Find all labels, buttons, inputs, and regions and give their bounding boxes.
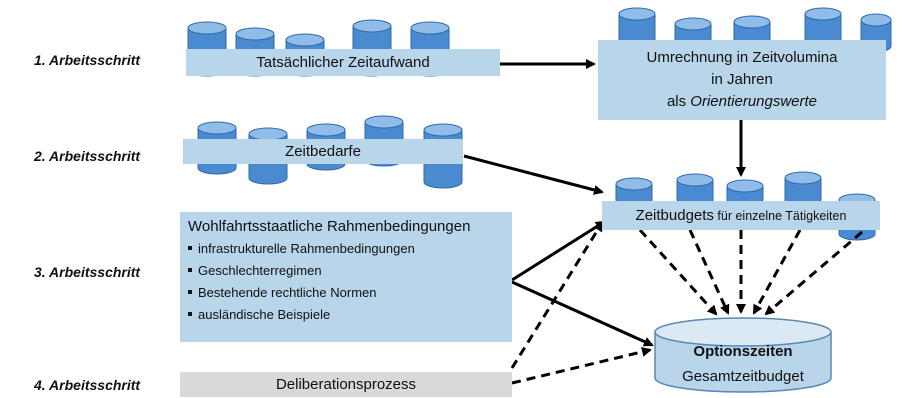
dashed-arrow-deliberation-to-optionszeiten: [511, 346, 652, 385]
umrechnung-line3-italic: Orientierungswerte: [690, 93, 818, 110]
arrow-rahmen-to-zeitbudgets: [511, 220, 606, 282]
dashed-arrow-budget-2: [688, 229, 730, 315]
box-zeitbedarfe-label: Zeitbedarfe: [285, 143, 361, 160]
step-label-4: 4. Arbeitsschritt: [34, 377, 141, 393]
zeitbudgets-suffix: für einzelne Tätigkeiten: [713, 208, 847, 223]
rahmen-title: Wohlfahrtsstaatliche Rahmenbedingungen: [188, 218, 471, 235]
arrow-zeitbedarfe-to-zeitbudgets: [463, 154, 604, 195]
dashed-arrow-budget-4: [752, 229, 802, 315]
box-zeitbedarfe: Zeitbedarfe: [183, 139, 463, 164]
dashed-arrow-deliberation-to-zeitbudgets: [510, 221, 604, 369]
box-zeitbudgets: Zeitbudgets für einzelne Tätigkeiten: [602, 201, 880, 230]
optionszeiten-cylinder: [654, 317, 832, 393]
arrow-rahmen-to-optionszeiten: [511, 280, 654, 347]
rahmen-item: Bestehende rechtliche Normen: [188, 285, 504, 300]
optionszeiten-title: Optionszeiten: [693, 343, 793, 360]
umrechnung-line2: in Jahren: [711, 71, 773, 88]
optionszeiten-subtitle: Gesamtzeitbudget: [682, 368, 804, 385]
box-deliberation-label: Deliberationsprozess: [275, 376, 417, 393]
zeitbudgets-main: Zeitbudgets: [635, 207, 714, 224]
rahmen-item: infrastrukturelle Rahmenbedingungen: [188, 241, 504, 256]
umrechnung-line3: als Orientierungswerte: [667, 91, 817, 113]
box-rahmenbedingungen: Wohlfahrtsstaatliche Rahmenbedingungen i…: [180, 212, 512, 342]
rahmen-list: infrastrukturelle Rahmenbedingungen Gesc…: [188, 241, 504, 322]
solid-arrows: [463, 59, 746, 347]
step-label-3: 3. Arbeitsschritt: [34, 264, 141, 280]
step-label-1: 1. Arbeitsschritt: [34, 52, 141, 68]
rahmen-item: ausländische Beispiele: [188, 307, 504, 322]
box-zeitaufwand-label: Tatsächlicher Zeitaufwand: [256, 54, 430, 71]
dashed-arrow-budget-1: [638, 228, 718, 316]
dashed-arrow-budget-5: [764, 230, 863, 316]
step-label-2: 2. Arbeitsschritt: [34, 148, 141, 164]
rahmen-item: Geschlechterregimen: [188, 263, 504, 278]
box-umrechnung: Umrechnung in Zeitvolumina in Jahren als…: [598, 40, 886, 120]
box-deliberation: Deliberationsprozess: [180, 372, 512, 397]
umrechnung-line1: Umrechnung in Zeitvolumina: [646, 49, 838, 66]
umrechnung-line3-prefix: als: [666, 93, 691, 110]
box-zeitaufwand: Tatsächlicher Zeitaufwand: [186, 49, 500, 76]
dashed-arrows: [510, 221, 863, 385]
